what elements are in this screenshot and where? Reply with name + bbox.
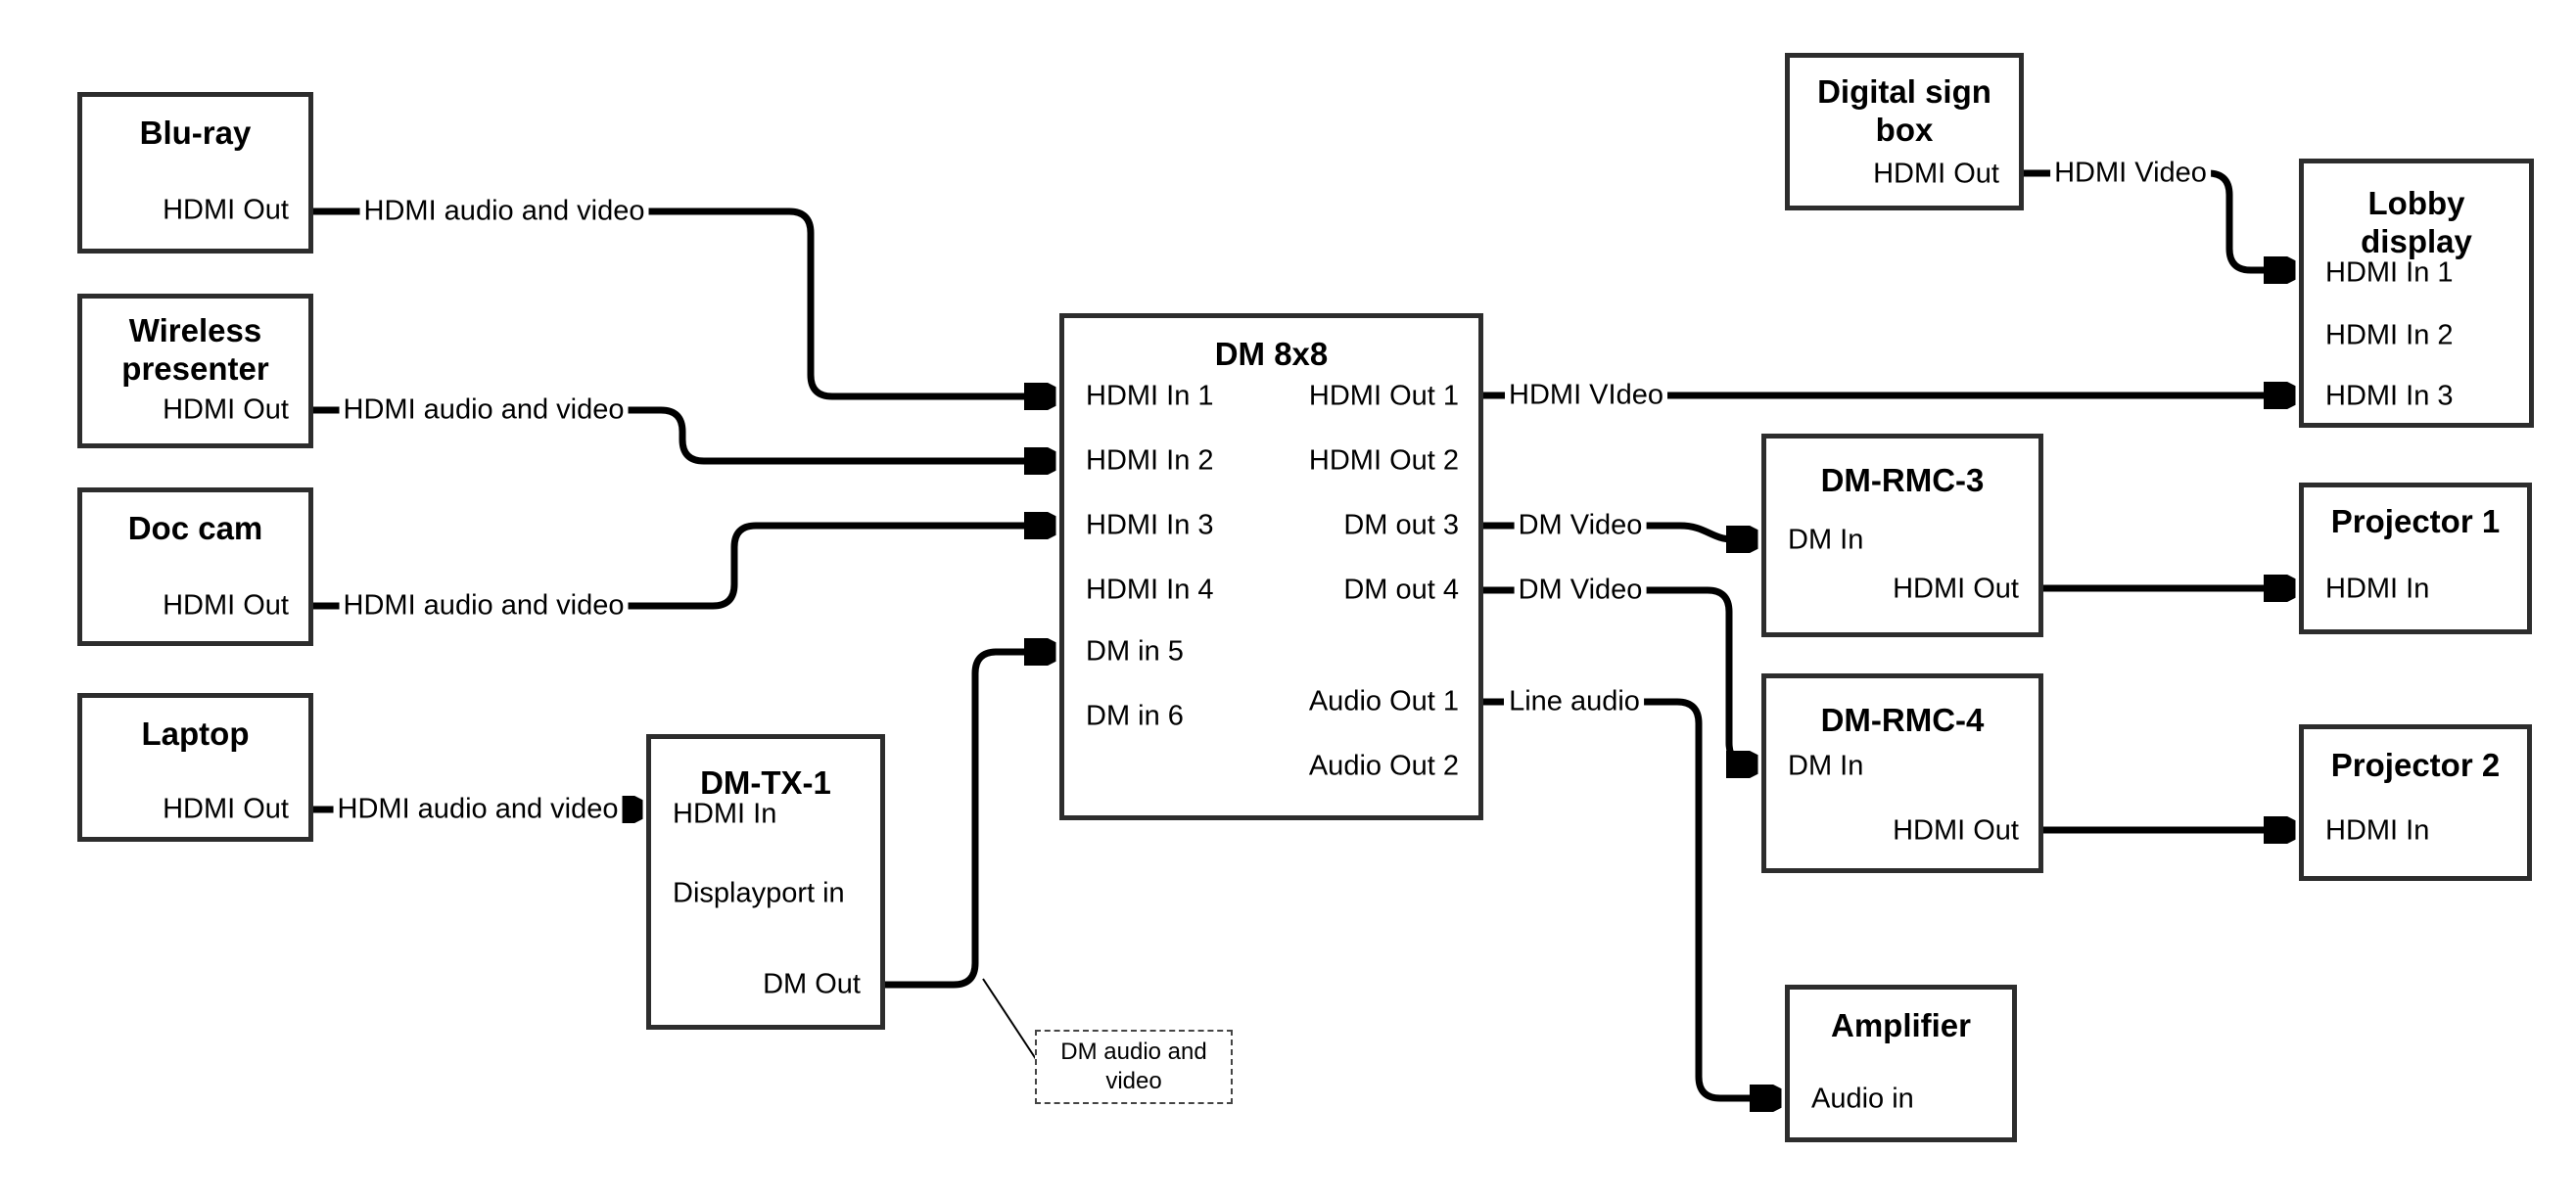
node-projector-2: Projector 2 HDMI In — [2299, 724, 2532, 881]
wire-doccam-to-dm8x8 — [625, 526, 1050, 610]
node-title: DM 8x8 — [1214, 336, 1329, 372]
wire-digsign-to-lobby — [2207, 169, 2289, 270]
port-audio-in: Audio in — [1811, 1083, 1914, 1115]
node-dm-rmc-3: DM-RMC-3 DM In HDMI Out — [1761, 434, 2043, 637]
port-hdmi-out: HDMI Out — [163, 589, 289, 622]
port-hdmi-in-1: HDMI In 1 — [2325, 256, 2454, 289]
port-dm-in-5: DM in 5 — [1086, 635, 1184, 668]
wire-label-wireless-hdmi-av: HDMI audio and video — [339, 395, 629, 425]
port-hdmi-out: HDMI Out — [163, 793, 289, 825]
port-dm-out-3: DM out 3 — [1343, 509, 1459, 541]
node-wireless-presenter: Wireless presenter HDMI Out — [77, 294, 313, 448]
port-hdmi-in: HDMI In — [2325, 573, 2430, 605]
port-dm-in: DM In — [1788, 750, 1864, 782]
callout-dm-audio-video: DM audio and video — [1035, 1030, 1233, 1104]
port-hdmi-out: HDMI Out — [1893, 573, 2019, 605]
port-hdmi-in: HDMI In — [2325, 814, 2430, 847]
node-title: Wireless presenter — [121, 312, 269, 387]
port-hdmi-out-1: HDMI Out 1 — [1308, 380, 1459, 412]
node-title: Amplifier — [1830, 1007, 1972, 1043]
wire-dm8x8-to-rmc3 — [1645, 522, 1752, 539]
node-laptop: Laptop HDMI Out — [77, 693, 313, 842]
port-audio-out-2: Audio Out 2 — [1308, 750, 1459, 782]
node-title: Lobby display — [2361, 185, 2472, 259]
port-dm-in: DM In — [1788, 524, 1864, 556]
callout-leader-line — [982, 978, 1037, 1060]
port-hdmi-in-3: HDMI In 3 — [2325, 380, 2454, 412]
node-title: Doc cam — [127, 510, 263, 546]
port-dm-in-6: DM in 6 — [1086, 700, 1184, 732]
wire-wireless-to-dm8x8 — [625, 406, 1050, 461]
port-hdmi-out: HDMI Out — [163, 393, 289, 426]
node-title: Laptop — [141, 716, 250, 752]
port-hdmi-in-2: HDMI In 2 — [1086, 444, 1214, 477]
node-digital-sign-box: Digital sign box HDMI Out — [1785, 53, 2024, 210]
port-displayport-in: Displayport in — [673, 877, 845, 909]
node-doc-cam: Doc cam HDMI Out — [77, 487, 313, 646]
node-blu-ray: Blu-ray HDMI Out — [77, 92, 313, 254]
port-hdmi-in: HDMI In — [673, 798, 777, 830]
node-projector-1: Projector 1 HDMI In — [2299, 483, 2532, 634]
port-hdmi-out: HDMI Out — [1893, 814, 2019, 847]
node-title: Blu-ray — [139, 115, 252, 151]
wire-dm8x8-to-amp — [1644, 698, 1775, 1098]
wire-label-dm-video-rmc4: DM Video — [1514, 576, 1647, 605]
wire-dmtx1-to-dm8x8 — [885, 652, 1050, 989]
wire-label-hdmi-video-lobby: HDMI VIdeo — [1505, 381, 1667, 410]
node-amplifier: Amplifier Audio in — [1785, 985, 2017, 1142]
node-dm-rmc-4: DM-RMC-4 DM In HDMI Out — [1761, 673, 2043, 873]
wire-label-hdmi-video-digsign: HDMI Video — [2050, 159, 2211, 188]
wire-label-line-audio: Line audio — [1505, 687, 1644, 716]
node-title: Digital sign box — [1817, 73, 1991, 148]
node-title: DM-TX-1 — [700, 764, 831, 801]
node-dm-tx-1: DM-TX-1 HDMI In Displayport in DM Out — [646, 734, 885, 1030]
node-title: Projector 1 — [2330, 503, 2501, 539]
node-dm-8x8: DM 8x8 HDMI In 1 HDMI In 2 HDMI In 3 HDM… — [1059, 313, 1483, 820]
wire-dm8x8-to-rmc4 — [1645, 586, 1752, 764]
wire-label-dm-video-rmc3: DM Video — [1514, 511, 1647, 540]
port-dm-out: DM Out — [763, 968, 861, 1000]
node-title: Projector 2 — [2330, 747, 2501, 783]
wire-label-doccam-hdmi-av: HDMI audio and video — [339, 591, 629, 621]
wire-label-bluray-hdmi-av: HDMI audio and video — [359, 197, 649, 226]
port-audio-out-1: Audio Out 1 — [1308, 685, 1459, 717]
node-title: DM-RMC-3 — [1820, 462, 1985, 498]
port-hdmi-out-2: HDMI Out 2 — [1308, 444, 1459, 477]
port-hdmi-in-3: HDMI In 3 — [1086, 509, 1214, 541]
callout-text: DM audio and video — [1060, 1039, 1207, 1094]
port-hdmi-out: HDMI Out — [1873, 158, 1999, 190]
port-hdmi-in-4: HDMI In 4 — [1086, 574, 1214, 606]
node-lobby-display: Lobby display HDMI In 1 HDMI In 2 HDMI I… — [2299, 159, 2534, 428]
port-hdmi-out: HDMI Out — [163, 194, 289, 226]
node-title: DM-RMC-4 — [1820, 702, 1985, 738]
port-hdmi-in-2: HDMI In 2 — [2325, 319, 2454, 351]
wire-bluray-to-dm8x8 — [646, 208, 1050, 396]
port-dm-out-4: DM out 4 — [1343, 574, 1459, 606]
wire-label-laptop-hdmi-av: HDMI audio and video — [333, 795, 623, 824]
port-hdmi-in-1: HDMI In 1 — [1086, 380, 1214, 412]
